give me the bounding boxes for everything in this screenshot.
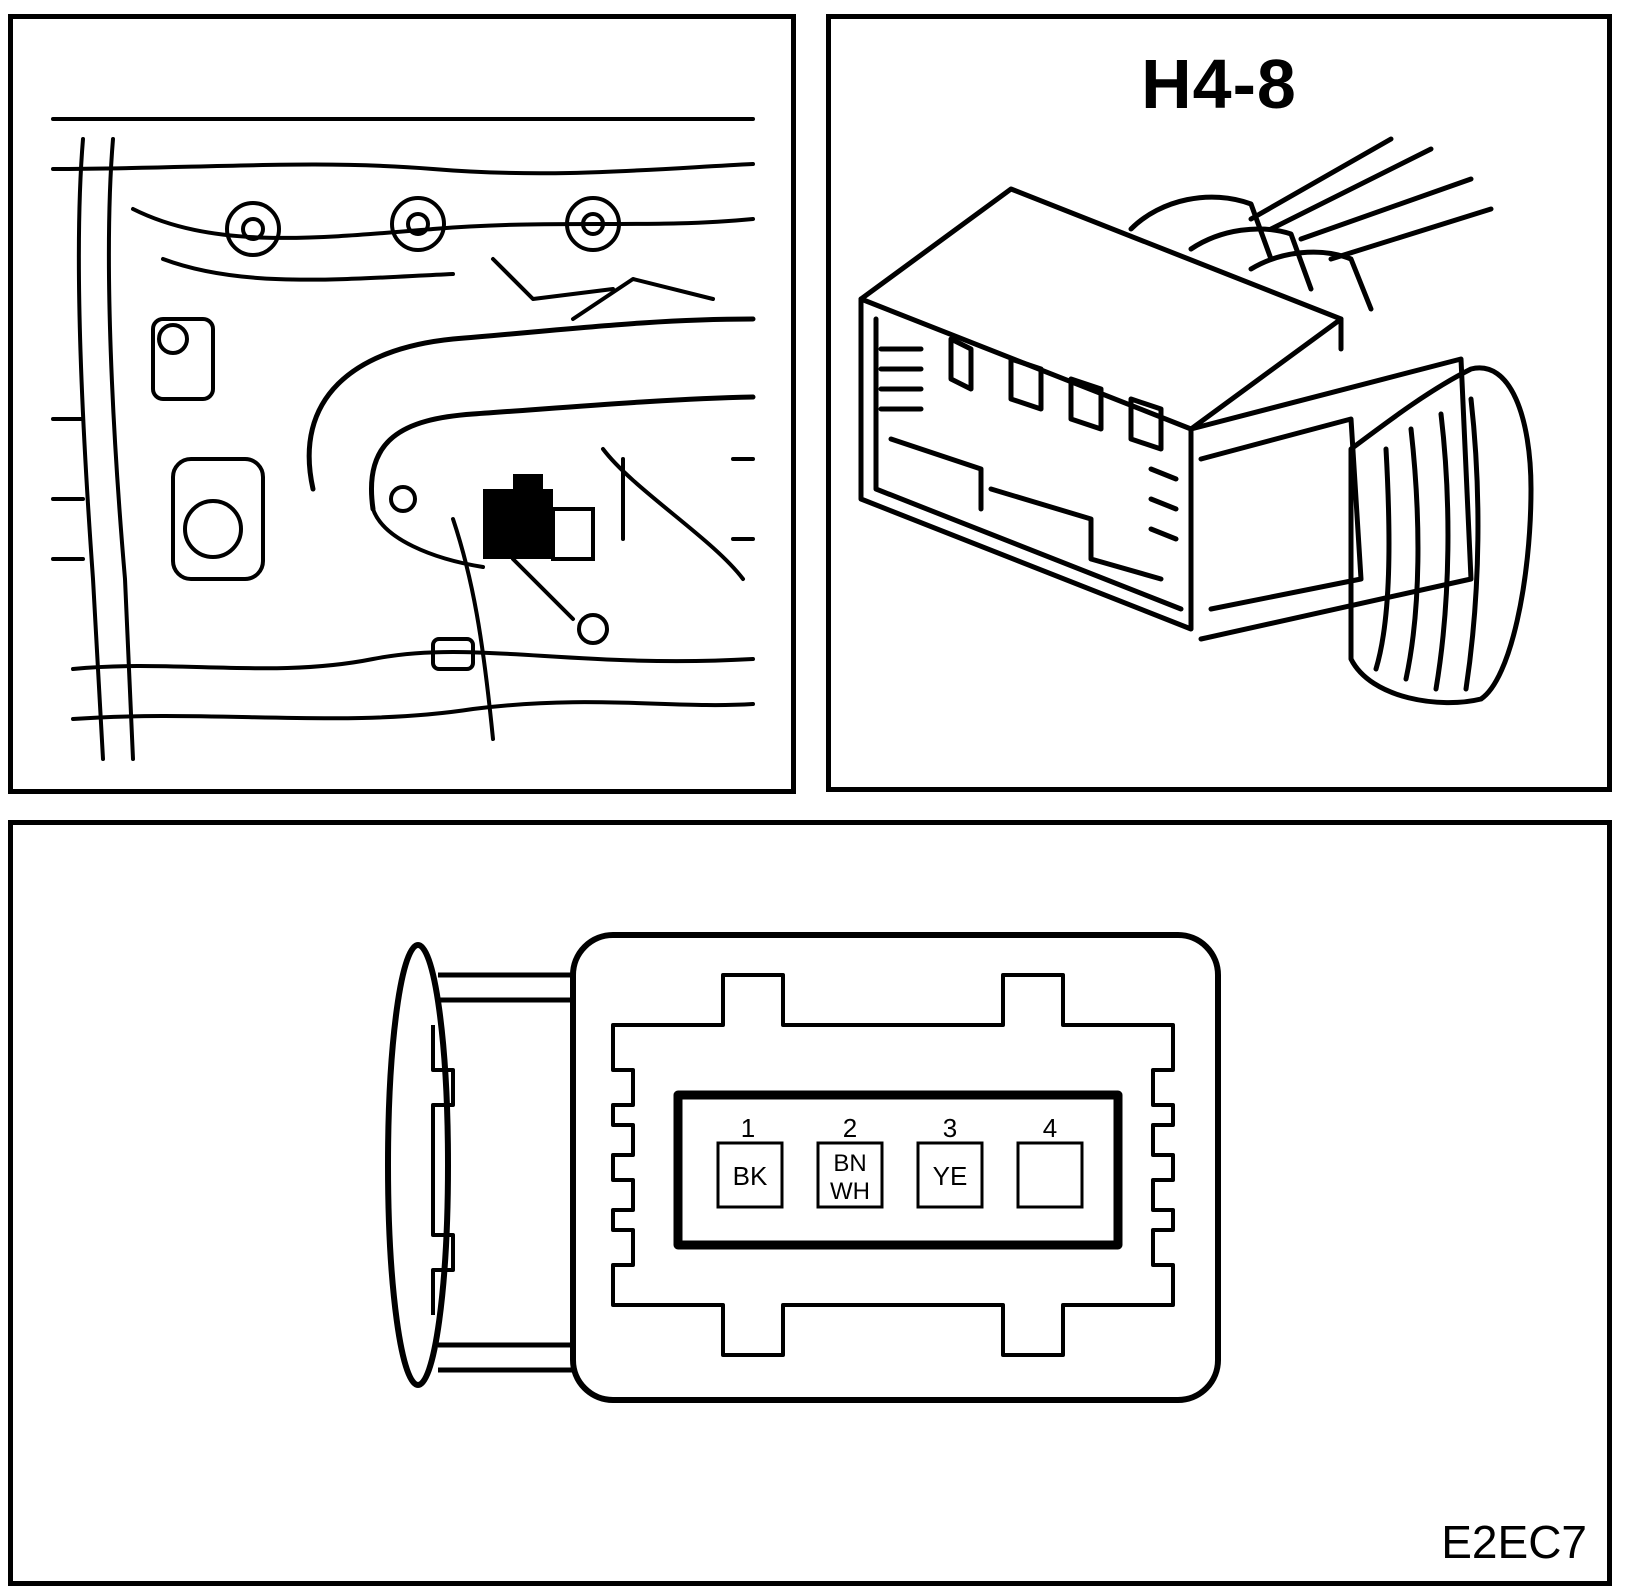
pin-wire-color: YE	[933, 1161, 968, 1191]
pin-4: 4	[1016, 1113, 1084, 1209]
connector-view-panel: H4-8	[826, 14, 1612, 792]
pin-number: 2	[843, 1113, 857, 1143]
pin-cavity	[1016, 1141, 1084, 1209]
pin-field	[673, 1090, 1123, 1250]
pin-cavity	[716, 1141, 784, 1209]
pin-cavity	[916, 1141, 984, 1209]
connector-illustration	[858, 136, 1534, 706]
connector-location-highlight	[483, 489, 553, 559]
connector-keyed-outline	[611, 973, 1175, 1357]
pin-number: 3	[943, 1113, 957, 1143]
pin-number: 4	[1043, 1113, 1057, 1143]
connector-housing	[570, 932, 1221, 1403]
pin-wire-color: BK	[733, 1161, 768, 1191]
pin-1: 1 BK	[716, 1113, 784, 1209]
pin-wire-color: BN	[833, 1150, 866, 1177]
pin-3: 3 YE	[916, 1113, 984, 1209]
figure-id: E2EC7	[1441, 1516, 1587, 1568]
pin-cavity	[816, 1141, 884, 1209]
pin-wire-stripe-color: WH	[830, 1178, 870, 1205]
pin-2: 2 BN WH	[816, 1113, 884, 1209]
connector-label: H4-8	[1141, 45, 1297, 123]
engine-bay-illustration	[51, 117, 756, 761]
pin-number: 1	[741, 1113, 755, 1143]
connector-latch-ellipse	[385, 942, 451, 1388]
pinout-panel: 1 BK 2 BN WH 3 YE 4 E2EC7	[8, 820, 1612, 1586]
pinout-diagram: 1 BK 2 BN WH 3 YE 4	[385, 932, 1221, 1403]
engine-location-panel	[8, 14, 796, 794]
